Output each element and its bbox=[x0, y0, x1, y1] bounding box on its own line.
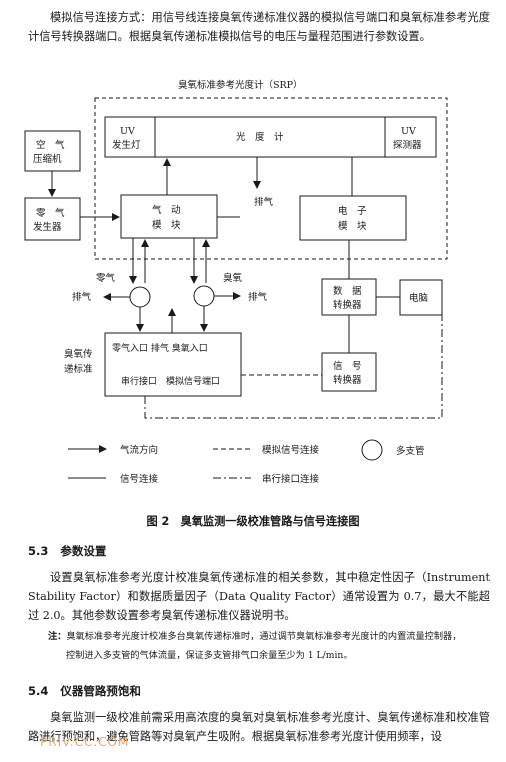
note-label: 注： bbox=[48, 631, 67, 642]
zero-gas-generator-label-2: 发生器 bbox=[33, 221, 62, 233]
transfer-standard-label: 臭氧传 bbox=[64, 348, 93, 360]
transfer-standard-box bbox=[104, 332, 242, 397]
exhaust-right-label: 排气 bbox=[248, 291, 268, 303]
legend-gas-flow: 气流方向 bbox=[120, 444, 158, 456]
srp-boundary bbox=[94, 97, 448, 260]
transfer-ports-label-2: 串行接口 模拟信号端口 bbox=[121, 375, 220, 387]
pneumatic-module-label-2: 模 块 bbox=[152, 219, 181, 231]
note-line-2: 控制进入多支管的气体流量，保证多支管排气口余量至少为 1 L/min。 bbox=[66, 650, 353, 661]
computer-label: 电脑 bbox=[409, 292, 428, 304]
watermark: PRIV.CC.COM bbox=[40, 735, 130, 749]
zero-gas-generator-label: 零 气 bbox=[36, 207, 65, 219]
exhaust-left-label: 排气 bbox=[72, 291, 92, 303]
air-compressor-label-2: 压缩机 bbox=[33, 153, 62, 165]
legend-analog-signal: 模拟信号连接 bbox=[262, 444, 320, 456]
uv-detector-label-2: 探测器 bbox=[393, 139, 422, 151]
section-5-4-paragraph: 臭氧监测一级校准前需采用高浓度的臭氧对臭氧标准参考光度计、臭氧传递标准和校准管路… bbox=[28, 711, 490, 743]
exhaust-top-label: 排气 bbox=[254, 196, 274, 208]
pneumatic-module-box bbox=[120, 194, 218, 239]
electronic-module-label-2: 模 块 bbox=[338, 220, 367, 232]
electronic-module-box bbox=[299, 195, 407, 241]
manifold-zero bbox=[129, 286, 151, 308]
air-compressor-label: 空 气 bbox=[36, 139, 65, 151]
legend-signal-connection: 信号连接 bbox=[120, 473, 159, 485]
manifold-ozone bbox=[193, 285, 215, 307]
signal-converter-label-2: 转换器 bbox=[333, 374, 362, 386]
air-compressor-box bbox=[24, 130, 81, 172]
section-5-4-heading: 5.4 仪器管路预饱和 bbox=[28, 683, 153, 699]
uv-lamp-label: UV bbox=[120, 126, 135, 137]
ozone-label: 臭氧 bbox=[223, 272, 243, 284]
electronic-module-label: 电 子 bbox=[338, 205, 367, 217]
legend-serial-connection: 串行接口连接 bbox=[262, 473, 320, 485]
connection-diagram: 臭氧标准参考光度计（SRP） UV 发生灯 光 度 计 UV 探测器 空 气 压… bbox=[24, 79, 448, 485]
legend-manifold: 多支管 bbox=[396, 445, 425, 457]
pneumatic-module-label: 气 动 bbox=[152, 204, 181, 216]
transfer-standard-label-2: 递标准 bbox=[64, 363, 93, 375]
section-title: 参数设置 bbox=[60, 544, 107, 558]
data-converter-label: 数 据 bbox=[333, 285, 362, 297]
srp-title: 臭氧标准参考光度计（SRP） bbox=[178, 79, 303, 91]
note: 注：臭氧标准参考光度计校准多台臭氧传递标准时，通过调节臭氧标准参考光度计的内置流… bbox=[48, 627, 488, 665]
transfer-ports-label: 零气入口 排气 臭氧入口 bbox=[112, 342, 208, 354]
uv-lamp-label-2: 发生灯 bbox=[112, 139, 141, 151]
section-5-3-paragraph: 设置臭氧标准参考光度计校准臭氧传递标准的相关参数，其中稳定性因子（Instrum… bbox=[28, 571, 490, 622]
data-converter-label-2: 转换器 bbox=[333, 299, 362, 311]
uv-detector-label: UV bbox=[401, 126, 416, 137]
section-title: 仪器管路预饱和 bbox=[60, 684, 141, 698]
section-number: 5.3 bbox=[28, 544, 49, 558]
signal-converter-label: 信 号 bbox=[333, 360, 362, 372]
photometer-box bbox=[104, 116, 437, 158]
figure-caption: 图 2 臭氧监测一级校准管路与信号连接图 bbox=[146, 515, 360, 528]
section-number: 5.4 bbox=[28, 684, 49, 698]
photometer-label: 光 度 计 bbox=[236, 131, 284, 143]
intro-paragraph: 模拟信号连接方式：用信号线连接臭氧传递标准仪器的模拟信号端口和臭氧标准参考光度计… bbox=[28, 11, 490, 43]
section-5-3-heading: 5.3 参数设置 bbox=[28, 543, 118, 559]
zero-gas-generator-box bbox=[24, 197, 81, 241]
note-line-1: 臭氧标准参考光度计校准多台臭氧传递标准时，通过调节臭氧标准参考光度计的内置流量控… bbox=[66, 631, 462, 642]
zero-gas-label: 零气 bbox=[96, 272, 116, 284]
